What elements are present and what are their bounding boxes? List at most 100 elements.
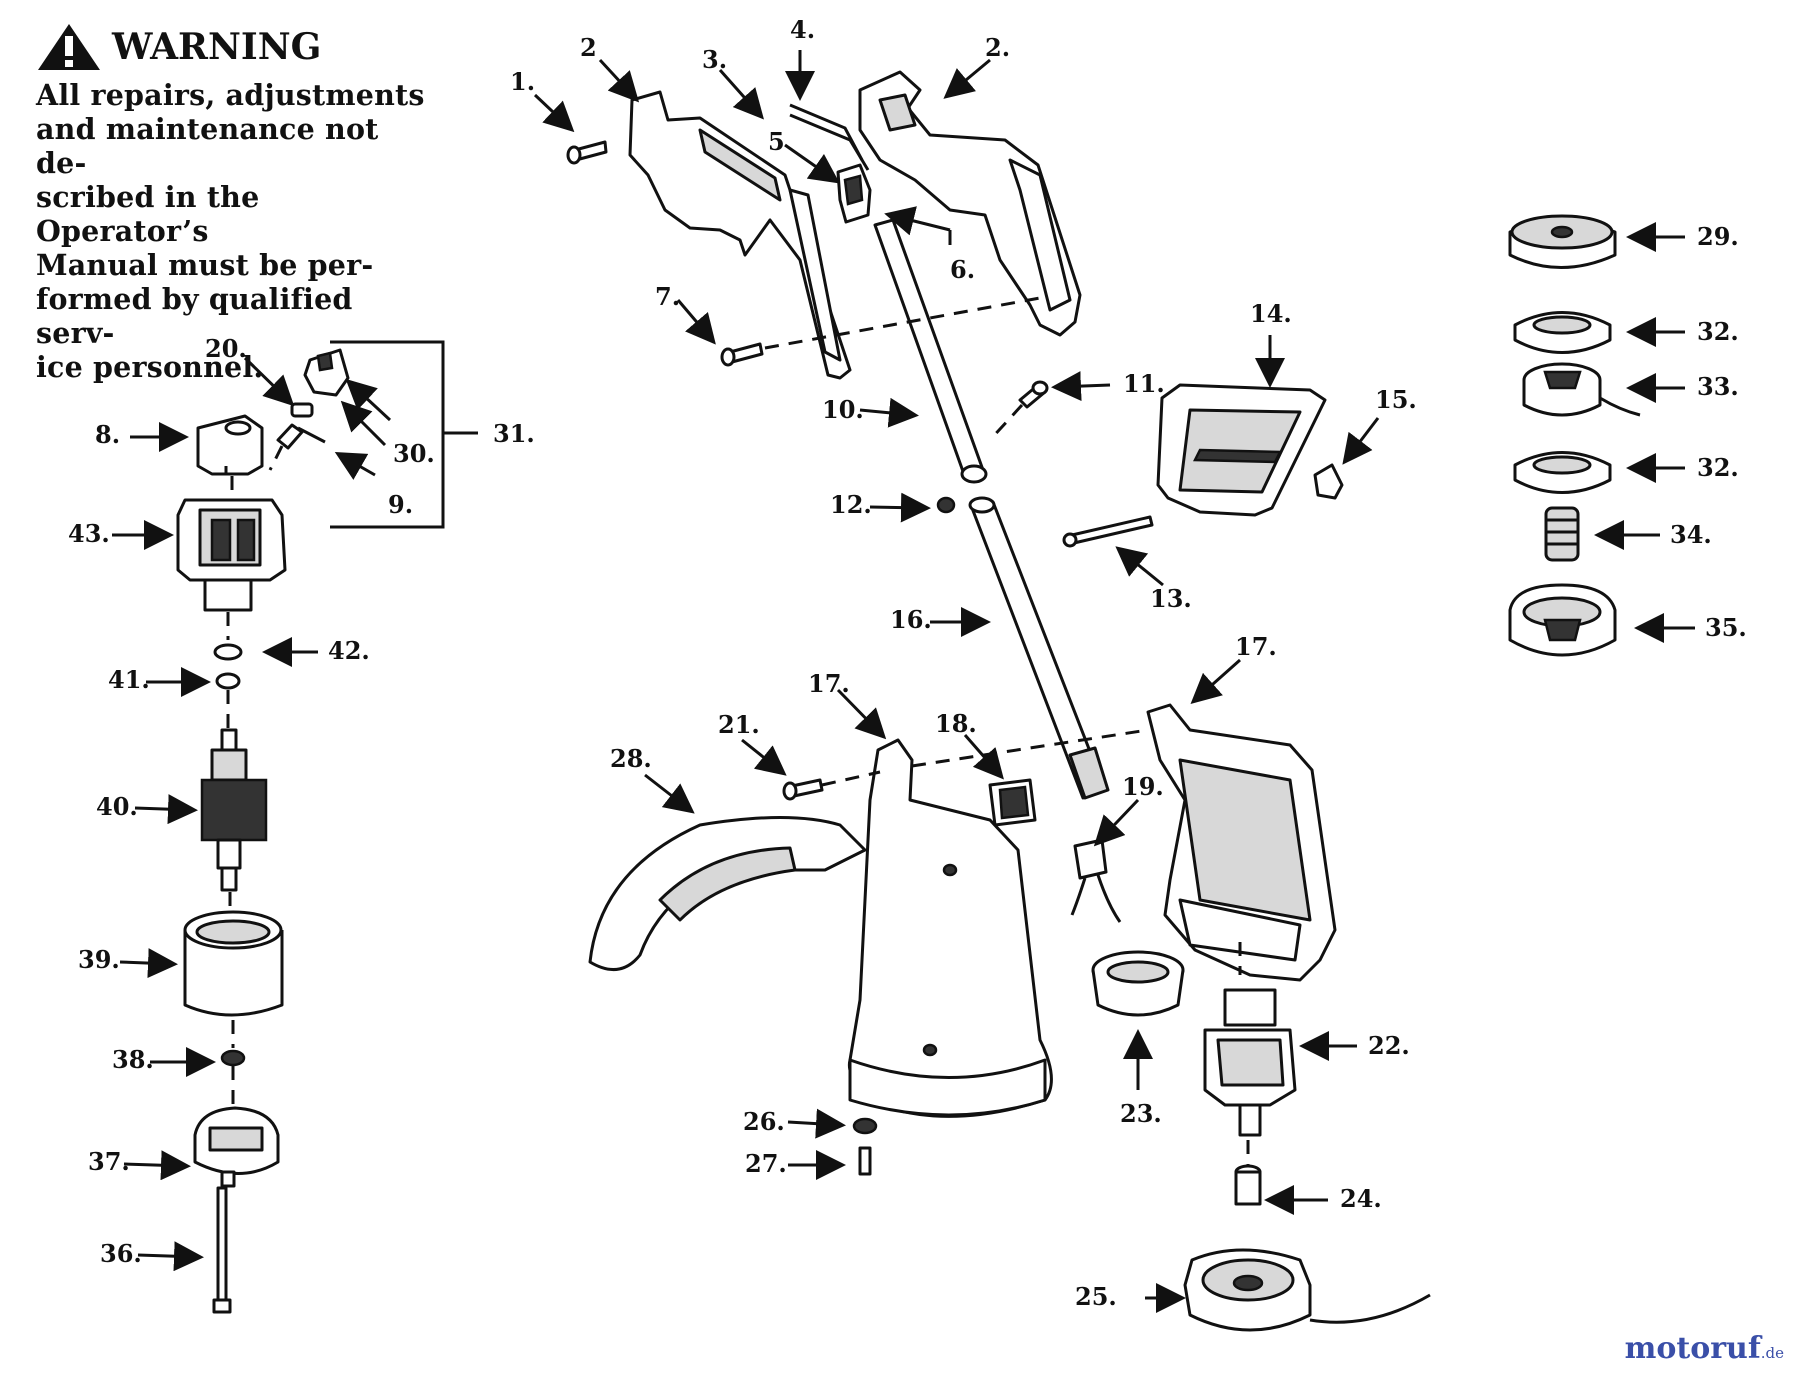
callout-13: 13. <box>1150 584 1192 613</box>
part-32-ring-lower <box>1513 451 1612 494</box>
warning-heading-row: WARNING <box>36 22 436 72</box>
watermark-name: motoruf <box>1624 1331 1761 1366</box>
part-37-end-bell <box>193 1106 280 1188</box>
part-29-cap <box>1508 214 1617 269</box>
part-22-motor <box>1203 988 1297 1137</box>
part-13-long-screw <box>1062 515 1154 548</box>
callout-29: 29. <box>1697 222 1739 251</box>
callout-17-right: 17. <box>1235 632 1277 661</box>
callout-8: 8. <box>95 420 120 449</box>
part-26-washer <box>852 1117 878 1135</box>
part-28-guard <box>588 816 867 971</box>
part-24-coupling <box>1234 1164 1262 1206</box>
part-25-fan <box>1183 1248 1431 1332</box>
part-2-handle-right <box>858 70 1082 337</box>
callout-18: 18. <box>935 709 977 738</box>
warning-line: Manual must be per- <box>36 248 374 282</box>
part-35-cup <box>1508 583 1617 657</box>
callout-16: 16. <box>890 605 932 634</box>
callout-21: 21. <box>718 710 760 739</box>
part-42-washer <box>213 643 243 661</box>
callout-3: 3. <box>702 45 727 74</box>
part-39-field-housing <box>183 910 284 1017</box>
callout-6: 6. <box>950 255 975 284</box>
watermark-logo: motoruf.de <box>1625 1331 1784 1366</box>
callout-arrows <box>112 50 1695 1313</box>
part-12-nut <box>936 496 956 514</box>
part-33-spool <box>1522 362 1641 417</box>
callout-17-left: 17. <box>808 669 850 698</box>
assembly-line-17 <box>911 728 1149 768</box>
callout-24: 24. <box>1340 1184 1382 1213</box>
part-8-cap <box>196 414 264 476</box>
callout-20: 20. <box>205 334 247 363</box>
callout-10: 10. <box>822 395 864 424</box>
part-36-bolt <box>212 1186 232 1314</box>
part-1-screw <box>566 140 608 165</box>
callout-41: 41. <box>108 665 150 694</box>
callout-22: 22. <box>1368 1031 1410 1060</box>
part-40-armature <box>200 728 268 892</box>
part-17-housing-right <box>1146 703 1337 982</box>
callout-35: 35. <box>1705 613 1747 642</box>
callout-12: 12. <box>830 490 872 519</box>
warning-line: and maintenance not de- <box>36 112 379 180</box>
callout-1: 1. <box>510 67 535 96</box>
callout-32-lower: 32. <box>1697 453 1739 482</box>
part-4-wire <box>789 113 870 171</box>
part-2-handle-left <box>628 90 852 380</box>
callout-4: 4. <box>790 15 815 44</box>
callout-37: 37. <box>88 1147 130 1176</box>
part-9-lever <box>268 423 326 471</box>
warning-line: scribed in the Operator’s <box>36 180 260 248</box>
callout-9: 9. <box>388 490 413 519</box>
callout-23: 23. <box>1120 1099 1162 1128</box>
part-19-terminal <box>1070 838 1122 923</box>
callout-42: 42. <box>328 636 370 665</box>
warning-line: formed by qualified serv- <box>36 282 353 350</box>
callout-36: 36. <box>100 1239 142 1268</box>
callout-40: 40. <box>96 792 138 821</box>
callout-7: 7. <box>655 282 680 311</box>
part-38-washer <box>220 1049 246 1067</box>
callout-5: 5 <box>768 127 785 156</box>
part-15-clip <box>1313 463 1344 500</box>
part-17-housing-left <box>847 738 1053 1118</box>
callout-14: 14. <box>1250 299 1292 328</box>
callout-43: 43. <box>68 519 110 548</box>
callout-11: 11. <box>1123 369 1165 398</box>
callout-2-left: 2 <box>580 33 597 62</box>
warning-line: ice personnel. <box>36 350 264 384</box>
callout-31: 31. <box>493 419 535 448</box>
part-14-grip-plate <box>1156 383 1327 517</box>
callout-33: 33. <box>1697 372 1739 401</box>
part-20-clip <box>290 402 314 418</box>
part-3-wire <box>789 103 864 161</box>
part-32-ring-upper <box>1513 311 1612 354</box>
callout-27: 27. <box>745 1149 787 1178</box>
warning-triangle-icon <box>38 24 100 70</box>
callout-labels: 1. 2 3. 4. 5 2. 6. 7. 8. 9. 10. 11. 12. … <box>68 15 1747 1311</box>
callout-19: 19. <box>1122 772 1164 801</box>
callout-32-upper: 32. <box>1697 317 1739 346</box>
part-21-screw <box>782 778 824 801</box>
callout-30: 30. <box>393 439 435 468</box>
warning-heading: WARNING <box>112 26 322 68</box>
callout-26: 26. <box>743 1107 785 1136</box>
part-41-washer <box>215 672 241 690</box>
part-5-switch <box>836 163 872 224</box>
part-34-spring <box>1544 506 1580 562</box>
warning-line: All repairs, adjustments <box>36 78 425 112</box>
part-11-screw <box>1018 380 1049 409</box>
warning-box: WARNING All repairs, adjustments and mai… <box>36 22 436 384</box>
part-23-seal <box>1091 950 1185 1017</box>
callout-15: 15. <box>1375 385 1417 414</box>
watermark-suffix: .de <box>1760 1344 1784 1362</box>
part-16-lower-tube <box>968 496 1110 800</box>
warning-text: All repairs, adjustments and maintenance… <box>36 78 436 384</box>
callout-38: 38. <box>112 1045 154 1074</box>
part-27-screw <box>858 1146 872 1176</box>
callout-34: 34. <box>1670 520 1712 549</box>
